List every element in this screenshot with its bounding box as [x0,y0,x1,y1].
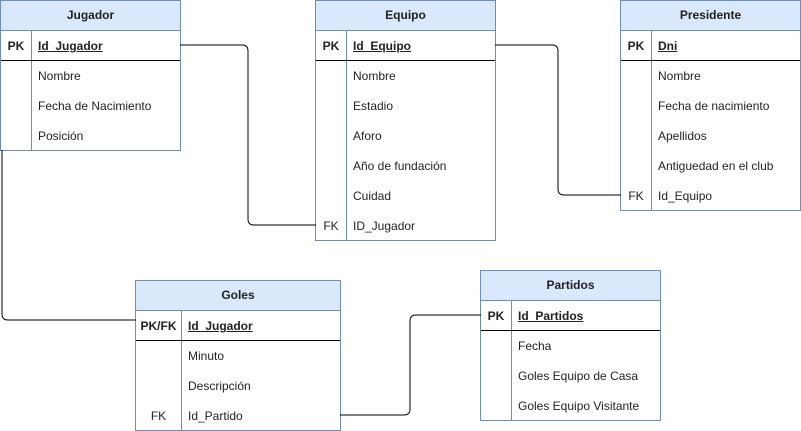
entity-partidos[interactable]: Partidos PK Id_Partidos Fecha Goles Equi… [480,270,661,421]
primary-key-row[interactable]: PK Id_Equipo [316,31,495,61]
field-name: Id_Jugador [188,319,253,333]
attribute-row[interactable]: Apellidos [621,121,800,151]
field-name: Dni [658,39,678,53]
attribute-row[interactable]: Goles Equipo de Casa [481,361,660,391]
field-name: Fecha [518,339,552,353]
field-name: Goles Equipo de Casa [518,369,639,383]
field-name: Cuidad [353,189,392,203]
foreign-key-row[interactable]: FK Id_Partido [136,401,340,431]
primary-key-row[interactable]: PK Dni [621,31,800,61]
foreign-key-row[interactable]: FK Id_Equipo [621,181,800,211]
connector-jugador-goles[interactable] [1,150,136,321]
field-name: Nombre [38,69,81,83]
field-name: Año de fundación [353,159,447,173]
entity-presidente[interactable]: Presidente PK Dni Nombre Fecha de nacimi… [620,0,801,211]
primary-key-row[interactable]: PK/FK Id_Jugador [136,311,340,341]
attribute-row[interactable]: Posición [1,121,180,151]
attribute-row[interactable]: Estadio [316,91,495,121]
attribute-row[interactable]: Nombre [1,61,180,91]
key-column-divider [1,61,32,150]
key-label: PK [481,301,512,330]
entity-title: Partidos [481,271,660,301]
field-name: Fecha de Nacimiento [38,99,152,113]
entity-title: Goles [136,281,340,311]
field-name: Estadio [353,99,394,113]
key-label: FK [621,181,652,211]
field-name: Id_Jugador [38,39,103,53]
attribute-row[interactable]: Descripción [136,371,340,401]
primary-key-row[interactable]: PK Id_Jugador [1,31,180,61]
field-name: Antiguedad en el club [658,159,774,173]
field-name: Nombre [353,69,396,83]
connector-goles-partidos[interactable] [340,314,481,416]
entity-goles[interactable]: Goles PK/FK Id_Jugador Minuto Descripció… [135,280,341,431]
attribute-row[interactable]: Fecha de Nacimiento [1,91,180,121]
field-name: Id_Equipo [658,189,713,203]
field-name: Fecha de nacimiento [658,99,770,113]
foreign-key-row[interactable]: FK ID_Jugador [316,211,495,241]
attribute-row[interactable]: Fecha de nacimiento [621,91,800,121]
field-name: Goles Equipo Visitante [518,399,640,413]
key-column-divider [316,61,347,240]
key-label: PK [621,31,652,60]
attribute-row[interactable]: Antiguedad en el club [621,151,800,181]
attribute-row[interactable]: Aforo [316,121,495,151]
entity-title: Jugador [1,1,180,31]
key-label: FK [136,401,182,431]
attribute-row[interactable]: Fecha [481,331,660,361]
field-name: Id_Partidos [518,309,584,323]
field-name: Id_Equipo [353,39,411,53]
attribute-row[interactable]: Cuidad [316,181,495,211]
connector-jugador-equipo[interactable] [180,44,316,226]
field-name: Id_Partido [188,409,243,423]
field-name: Descripción [188,379,251,393]
field-name: Apellidos [658,129,707,143]
attribute-row[interactable]: Año de fundación [316,151,495,181]
entity-title: Presidente [621,1,800,31]
connector-equipo-presidente[interactable] [495,44,621,196]
field-name: Nombre [658,69,701,83]
primary-key-row[interactable]: PK Id_Partidos [481,301,660,331]
attribute-row[interactable]: Nombre [316,61,495,91]
entity-equipo[interactable]: Equipo PK Id_Equipo Nombre Estadio Aforo… [315,0,496,241]
field-name: Posición [38,129,84,143]
field-name: Minuto [188,349,225,363]
field-name: ID_Jugador [353,219,416,233]
key-label: PK [316,31,347,60]
attribute-row[interactable]: Goles Equipo Visitante [481,391,660,421]
attribute-row[interactable]: Nombre [621,61,800,91]
key-label: PK [1,31,32,60]
entity-title: Equipo [316,1,495,31]
key-label: PK/FK [136,311,182,340]
key-column-divider [136,341,182,430]
field-name: Aforo [353,129,382,143]
attribute-row[interactable]: Minuto [136,341,340,371]
key-label: FK [316,211,347,241]
key-column-divider [621,61,652,210]
key-column-divider [481,331,512,420]
entity-jugador[interactable]: Jugador PK Id_Jugador Nombre Fecha de Na… [0,0,181,151]
